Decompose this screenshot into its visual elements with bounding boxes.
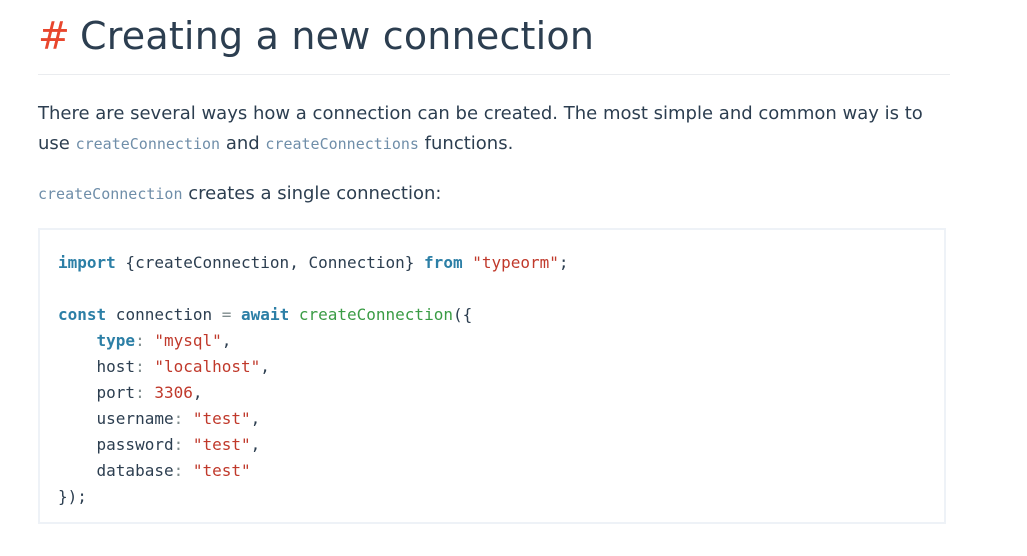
code-prop-comma: , [260,357,270,376]
code-prop-comma: , [250,409,261,428]
code-indent [58,435,97,454]
code-close: }); [58,487,87,506]
page-title: #Creating a new connection [38,0,950,72]
code-indent [58,383,97,402]
title-divider [38,74,950,75]
code-line-prop-database: database: "test" [58,458,944,484]
code-line-prop-username: username: "test", [58,406,944,432]
code-prop-comma: , [250,435,261,454]
code-prop-value: "test" [192,461,251,480]
intro-text-c: functions. [418,133,514,154]
code-equals: = [221,305,232,324]
code-line-const: const connection = await createConnectio… [58,302,944,328]
code-indent [58,461,97,480]
code-indent [58,331,97,350]
inline-code-createconnection-2: createConnection [38,185,183,203]
code-line-prop-host: host: "localhost", [58,354,944,380]
code-prop-key: username [96,409,174,428]
code-line-prop-type: type: "mysql", [58,328,944,354]
code-prop-value: "test" [192,409,251,428]
intro-text-a: There are several ways how a connection … [38,103,923,154]
code-prop-key: port [96,383,136,402]
page-title-text: Creating a new connection [80,14,595,58]
code-indent [58,409,97,428]
code-keyword-const: const [58,305,107,324]
code-props: type: "mysql", host: "localhost", port: … [58,328,944,484]
code-keyword-await: await [231,305,290,324]
code-prop-colon: : [135,357,155,376]
code-line-prop-password: password: "test", [58,432,944,458]
code-line-blank [58,276,944,302]
inline-code-createconnections: createConnections [265,135,419,153]
code-keyword-from: from [424,253,463,272]
code-block[interactable]: import {createConnection, Connection} fr… [38,228,946,524]
intro-paragraph: There are several ways how a connection … [38,99,950,159]
code-function-name: createConnection [289,305,453,324]
code-import-names: {createConnection, Connection} [115,253,425,272]
code-prop-colon: : [135,331,155,350]
code-module-string: "typeorm" [472,253,559,272]
code-semicolon: ; [558,253,569,272]
code-prop-comma: , [192,383,203,402]
code-prop-value: "mysql" [154,331,222,350]
code-prop-key: type [96,331,136,350]
heading-anchor-link[interactable]: # [38,14,71,58]
intro-text-b: and [220,133,266,154]
doc-content: #Creating a new connection There are sev… [38,0,950,524]
code-prop-colon: : [173,435,193,454]
code-prop-key: database [96,461,174,480]
description-text: creates a single connection: [182,183,442,204]
code-prop-value: "test" [192,435,251,454]
code-line-prop-port: port: 3306, [58,380,944,406]
code-prop-value: "localhost" [154,357,261,376]
code-pre: import {createConnection, Connection} fr… [40,230,944,510]
code-prop-colon: : [173,409,193,428]
code-var-name: connection [106,305,222,324]
code-keyword-import: import [58,253,116,272]
code-prop-colon: : [173,461,193,480]
code-prop-key: host [96,357,136,376]
code-line-import: import {createConnection, Connection} fr… [58,250,944,276]
code-prop-comma: , [221,331,232,350]
inline-code-createconnection: createConnection [75,135,221,153]
description-paragraph: createConnection creates a single connec… [38,179,950,209]
code-open-paren: ({ [452,305,473,324]
code-indent [58,357,97,376]
code-prop-colon: : [135,383,155,402]
code-prop-key: password [96,435,174,454]
code-prop-value: 3306 [154,383,193,402]
code-line-close: }); [58,484,944,510]
